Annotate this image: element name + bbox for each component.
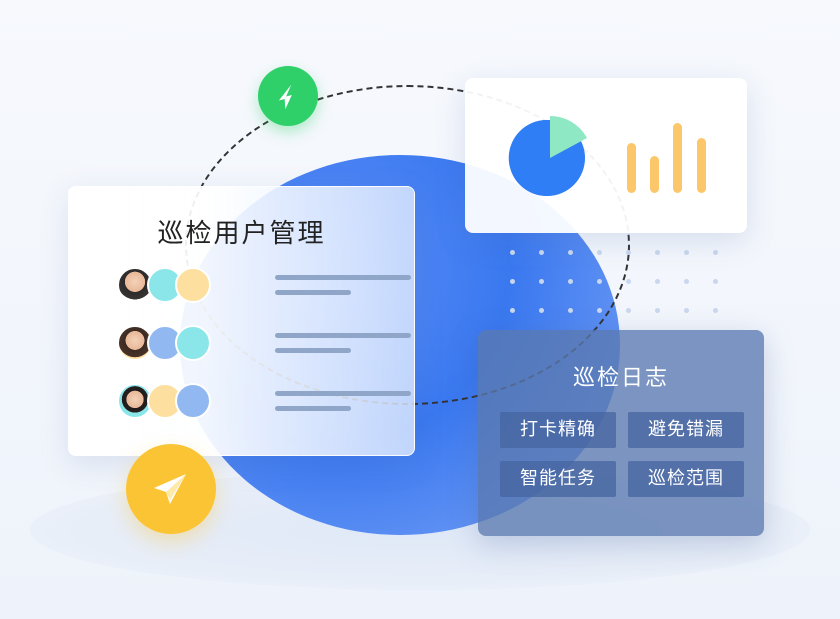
tag-clock-in-accurate[interactable]: 打卡精确 bbox=[500, 412, 616, 448]
grid-dot bbox=[597, 279, 602, 284]
grid-dot bbox=[684, 308, 689, 313]
download-button[interactable] bbox=[258, 66, 318, 126]
grid-dot bbox=[655, 250, 660, 255]
bar-2 bbox=[650, 156, 659, 193]
avatar bbox=[175, 325, 211, 361]
text-placeholder-line bbox=[275, 406, 351, 411]
text-placeholder-line bbox=[275, 290, 351, 295]
grid-dot bbox=[713, 279, 718, 284]
patrol-log-card[interactable]: 巡检日志 打卡精确 避免错漏 智能任务 巡检范围 bbox=[478, 330, 764, 536]
grid-dot bbox=[539, 279, 544, 284]
dot-grid bbox=[510, 250, 730, 330]
chart-card bbox=[465, 78, 747, 233]
grid-dot bbox=[626, 308, 631, 313]
bar-1 bbox=[627, 143, 636, 193]
chart-graphic bbox=[508, 115, 706, 196]
bar-4 bbox=[697, 138, 706, 193]
pie-highlight-slice bbox=[550, 115, 587, 158]
user-management-card[interactable]: 巡检用户管理 bbox=[68, 186, 415, 456]
grid-dot bbox=[684, 250, 689, 255]
grid-dot bbox=[539, 250, 544, 255]
text-placeholder-line bbox=[275, 275, 411, 280]
grid-dot bbox=[510, 279, 515, 284]
grid-dot bbox=[713, 250, 718, 255]
grid-dot bbox=[510, 250, 515, 255]
grid-dot bbox=[510, 308, 515, 313]
grid-dot bbox=[568, 250, 573, 255]
grid-dot bbox=[684, 279, 689, 284]
text-placeholder-line bbox=[275, 391, 411, 396]
grid-dot bbox=[568, 308, 573, 313]
tag-patrol-range[interactable]: 巡检范围 bbox=[628, 461, 744, 497]
tag-avoid-omissions[interactable]: 避免错漏 bbox=[628, 412, 744, 448]
log-card-title: 巡检日志 bbox=[572, 366, 669, 391]
tag-smart-tasks[interactable]: 智能任务 bbox=[500, 461, 616, 497]
text-placeholder-line bbox=[275, 333, 411, 338]
paper-plane-icon bbox=[154, 474, 186, 504]
user-card-title: 巡检用户管理 bbox=[157, 219, 326, 249]
send-button[interactable] bbox=[126, 444, 216, 534]
text-placeholder-line bbox=[275, 348, 351, 353]
grid-dot bbox=[655, 279, 660, 284]
grid-dot bbox=[626, 279, 631, 284]
grid-dot bbox=[655, 308, 660, 313]
user-row[interactable] bbox=[117, 383, 411, 421]
user-row[interactable] bbox=[117, 325, 411, 363]
avatar bbox=[175, 383, 211, 419]
grid-dot bbox=[597, 250, 602, 255]
grid-dot bbox=[713, 308, 718, 313]
grid-dot bbox=[597, 308, 602, 313]
user-row[interactable] bbox=[117, 267, 411, 305]
avatar bbox=[175, 267, 211, 303]
download-arrow-icon bbox=[278, 84, 292, 110]
grid-dot bbox=[568, 279, 573, 284]
grid-dot bbox=[626, 250, 631, 255]
grid-dot bbox=[539, 308, 544, 313]
avatar bbox=[117, 383, 153, 419]
bar-3 bbox=[673, 123, 682, 193]
